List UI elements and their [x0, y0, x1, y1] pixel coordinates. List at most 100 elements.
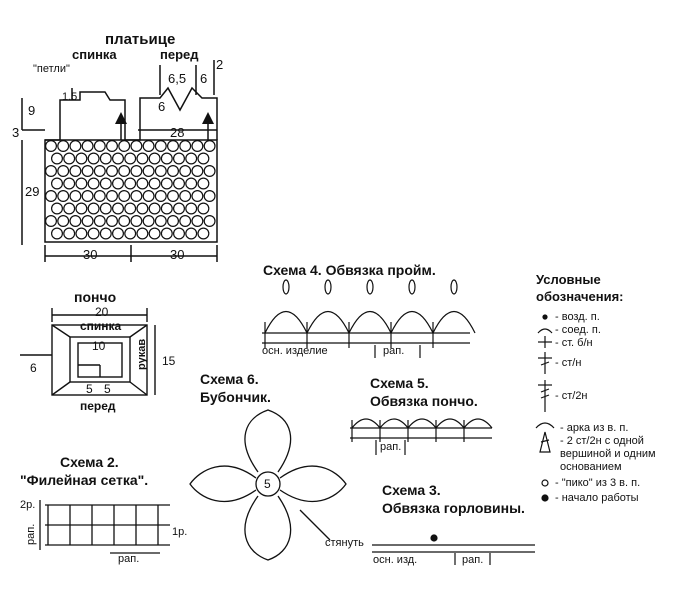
mesh-circle	[111, 227, 124, 240]
poncho-dim-6: 6	[30, 361, 37, 375]
mesh-circle	[81, 165, 94, 178]
dress-front-outline	[125, 86, 218, 141]
legend-item: вершиной и одним	[560, 448, 656, 460]
mesh-circle	[173, 152, 186, 165]
poncho-back-label: спинка	[80, 319, 122, 333]
legend-item: - "пико" из 3 в. п.	[555, 477, 641, 489]
mesh-circle	[87, 202, 100, 215]
dress-dim-6-mid: 6	[158, 99, 166, 114]
mesh-circle	[87, 177, 100, 190]
mesh-circle	[136, 227, 149, 240]
picot	[408, 279, 416, 295]
dress-dim-30-left: 30	[83, 247, 98, 262]
scheme3-rap-label: рап.	[462, 554, 484, 566]
mesh-circle	[75, 177, 88, 190]
mesh-circle	[50, 152, 63, 165]
mesh-circle	[87, 227, 100, 240]
mesh-circle	[75, 152, 88, 165]
mesh-circle	[93, 190, 106, 203]
dress-dim-1-5: 1.5	[62, 91, 78, 103]
scheme4-base-label: осн. изделие	[262, 345, 328, 357]
arch	[407, 418, 437, 429]
arch	[379, 418, 409, 429]
mesh-circle	[44, 190, 57, 203]
scheme5-rap-label: рап.	[380, 441, 402, 453]
picot	[282, 279, 290, 295]
poncho-dim-5b: 5	[104, 382, 111, 396]
scheme2-rap-bottom: рап.	[118, 553, 140, 565]
scheme3-base-label: осн. изд.	[373, 554, 418, 566]
legend-item: - ст/2н	[555, 390, 588, 402]
mesh-circle	[154, 215, 167, 228]
scheme6-pull-label: стянуть	[325, 537, 364, 549]
mesh-circle	[160, 202, 173, 215]
arch	[432, 311, 476, 334]
mesh-circle	[93, 140, 106, 153]
scheme6-center: 5	[264, 477, 271, 491]
dress-dim-28: 28	[170, 125, 185, 140]
mesh-circle	[203, 140, 216, 153]
scheme5-title-line2: Обвязка пончо.	[370, 393, 478, 409]
mesh-circle	[81, 215, 94, 228]
mesh-circle	[118, 215, 131, 228]
mesh-circle	[160, 227, 173, 240]
mesh-circle	[69, 215, 82, 228]
mesh-circle	[69, 165, 82, 178]
mesh-circle	[63, 202, 76, 215]
mesh-circle	[124, 227, 137, 240]
legend-item: - ст/н	[555, 357, 582, 369]
legend-item: основанием	[560, 461, 622, 473]
legend-symbols	[535, 314, 555, 502]
mesh-circle	[93, 215, 106, 228]
mesh-circle	[179, 215, 192, 228]
dress-dim-6-5: 6,5	[168, 71, 187, 86]
mesh-circle	[44, 215, 57, 228]
mesh-circle	[93, 165, 106, 178]
mesh-circle	[130, 140, 143, 153]
arch	[306, 311, 350, 334]
dress-loops-label: "петли"	[33, 63, 70, 75]
mesh-circle	[81, 190, 94, 203]
mesh-circle	[191, 165, 204, 178]
mesh-circle	[57, 190, 70, 203]
mesh-circle	[75, 202, 88, 215]
mesh-circle	[44, 165, 57, 178]
mesh-circle	[173, 177, 186, 190]
mesh-circle	[63, 152, 76, 165]
dress-dim-29: 29	[25, 184, 40, 199]
dress-dim-9: 9	[28, 103, 36, 118]
poncho-dim-15: 15	[162, 354, 176, 368]
mesh-circle	[105, 215, 118, 228]
scheme4-rap-label: рап.	[383, 345, 405, 357]
picot	[324, 279, 332, 295]
mesh-circle	[57, 215, 70, 228]
mesh-circle	[142, 215, 155, 228]
mesh-circle	[154, 165, 167, 178]
arch	[390, 311, 434, 334]
dress-front-label: перед	[160, 47, 199, 62]
mesh-circle	[105, 140, 118, 153]
mesh-circle	[63, 227, 76, 240]
mesh-circle	[124, 177, 137, 190]
poncho-title: пончо	[74, 289, 117, 305]
mesh-circle	[118, 140, 131, 153]
mesh-circle	[148, 177, 161, 190]
mesh-circle	[185, 177, 198, 190]
mesh-circle	[130, 215, 143, 228]
mesh-circle	[136, 202, 149, 215]
mesh-circle	[118, 190, 131, 203]
mesh-circle	[191, 215, 204, 228]
mesh-circle	[50, 227, 63, 240]
legend-item: - возд. п.	[555, 311, 600, 323]
mesh-circle	[197, 202, 210, 215]
mesh-circle	[105, 165, 118, 178]
mesh-circle	[148, 152, 161, 165]
scheme2-row1: 1р.	[172, 526, 188, 538]
mesh-circle	[69, 140, 82, 153]
mesh-circle	[99, 152, 112, 165]
dress-back-label: спинка	[72, 47, 117, 62]
mesh-circle	[185, 202, 198, 215]
mesh-circle	[154, 190, 167, 203]
scheme4-title: Схема 4. Обвязка пройм.	[263, 262, 436, 278]
scheme2-rap-left: рап.	[25, 523, 37, 545]
